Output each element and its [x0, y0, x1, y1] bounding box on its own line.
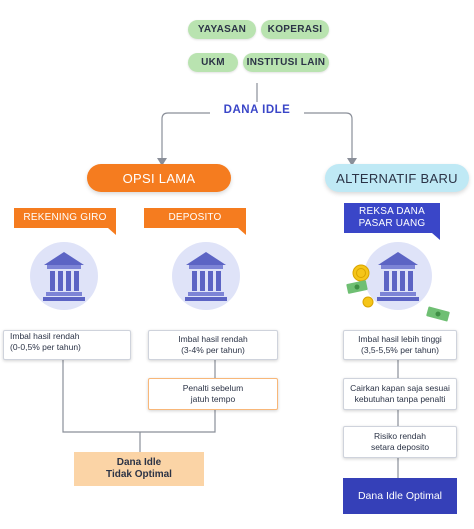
tag-deposito: DEPOSITO: [144, 208, 246, 228]
bank-icon: [43, 252, 85, 301]
pill-koperasi: KOPERASI: [261, 20, 329, 39]
info-line: Imbal hasil rendah: [10, 331, 80, 341]
info-line: setara deposito: [370, 442, 430, 452]
tag-line: PASAR UANG: [358, 218, 426, 229]
info-line: Penalti sebelum: [182, 383, 244, 393]
info-line: Imbal hasil rendah: [178, 334, 248, 344]
info-line: (3,5-5,5% per tahun): [361, 345, 439, 355]
diagram-title: DANA IDLE: [210, 104, 304, 120]
info-line: jatuh tempo: [190, 394, 236, 404]
result-line: Tidak Optimal: [106, 469, 172, 480]
tag-rekening-giro: REKENING GIRO: [14, 208, 116, 228]
info-box-deposito-penalty: Penalti sebelum jatuh tempo: [148, 378, 278, 410]
result-left: Dana Idle Tidak Optimal: [74, 452, 204, 486]
tag-line: REKSA DANA: [359, 206, 425, 217]
cash-icon: [346, 280, 368, 294]
info-box-reksa-liquidity: Cairkan kapan saja sesuai kebutuhan tanp…: [343, 378, 457, 410]
coin-icon: [352, 264, 370, 282]
info-box-giro-yield: Imbal hasil rendah (0-0,5% per tahun): [3, 330, 131, 360]
pill-yayasan: YAYASAN: [188, 20, 256, 39]
pill-ukm: UKM: [188, 53, 238, 72]
info-line: (0-0,5% per tahun): [10, 342, 81, 352]
result-right: Dana Idle Optimal: [343, 478, 457, 514]
tag-tail: [432, 233, 440, 240]
info-box-reksa-risk: Risiko rendah setara deposito: [343, 426, 457, 458]
tag-reksa-dana: REKSA DANA PASAR UANG: [344, 203, 440, 233]
tag-tail: [238, 228, 246, 235]
info-line: (3-4% per tahun): [181, 345, 245, 355]
option-left-pill: OPSI LAMA: [87, 164, 231, 192]
info-line: kebutuhan tanpa penalti: [354, 394, 446, 404]
info-line: Imbal hasil lebih tinggi: [358, 334, 442, 344]
info-line: Cairkan kapan saja sesuai: [350, 383, 450, 393]
coin-icon: [362, 296, 374, 308]
pill-institusi-lain: INSTITUSI LAIN: [243, 53, 329, 72]
tag-tail: [108, 228, 116, 235]
bank-icon: [185, 252, 227, 301]
info-box-reksa-yield: Imbal hasil lebih tinggi (3,5-5,5% per t…: [343, 330, 457, 360]
cash-icon: [426, 306, 450, 322]
info-line: Risiko rendah: [374, 431, 426, 441]
result-line: Dana Idle: [116, 457, 162, 468]
info-box-deposito-yield: Imbal hasil rendah (3-4% per tahun): [148, 330, 278, 360]
bank-icon: [377, 252, 419, 301]
option-right-pill: ALTERNATIF BARU: [325, 164, 469, 192]
